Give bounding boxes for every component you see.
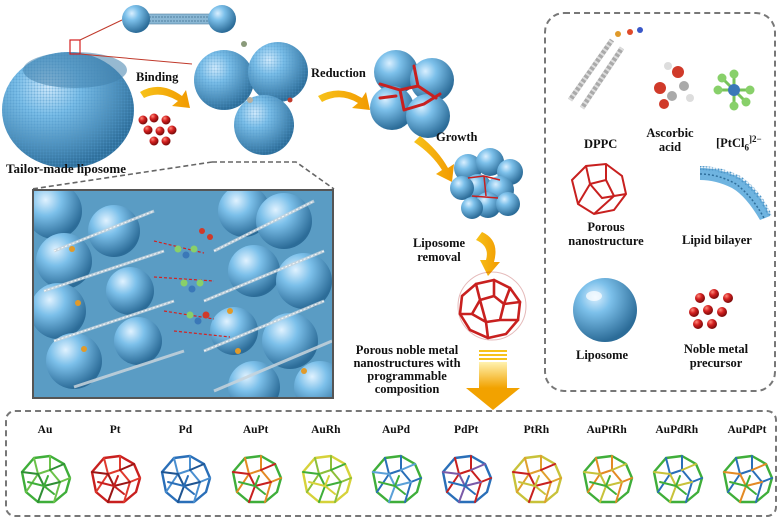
legend-porous-label: Porous nanostructure [556, 220, 656, 248]
nanostructure-strut [371, 454, 423, 504]
legend-precursor-dots-graphic [689, 289, 733, 329]
composition-label-aupd: AuPd [381, 424, 411, 436]
lipid-dumbbell-graphic [122, 5, 236, 33]
nanostructure-strut [722, 454, 774, 504]
nanostructure-aurh [301, 454, 352, 504]
ascorbic-acid-molecule-graphic [654, 62, 694, 109]
reduction-label: Reduction [311, 66, 366, 80]
nanostructure-strut [588, 475, 617, 495]
legend-precursor-label: Noble metal precursor [674, 342, 758, 370]
composition-label-aupdpt: AuPdPt [727, 424, 767, 436]
nanostructure-ptrh [512, 454, 563, 504]
product-label: Porous noble metal nanostructures with p… [340, 344, 474, 396]
product-line-4: composition [374, 382, 440, 396]
porous-line-1: Porous [587, 220, 625, 234]
product-line-2: nanostructures with [353, 356, 461, 370]
nanostructure-au [20, 454, 72, 504]
precursor-dots-graphic [138, 113, 177, 146]
composition-label-aupt: AuPt [242, 424, 269, 436]
nanostructure-pdpt [441, 454, 493, 504]
nanostructure-strut [658, 475, 687, 495]
nanostructure-strut [307, 475, 336, 495]
nanostructure-strut [512, 454, 563, 504]
nanostructure-strut [301, 454, 352, 504]
reduction-arrow [318, 90, 370, 110]
nanostructure-strut [97, 475, 126, 495]
removal-line-1: Liposome [412, 236, 466, 250]
binding-label: Binding [136, 70, 179, 84]
nanostructure-strut [582, 454, 633, 504]
nanostructure-strut [161, 454, 212, 504]
legend-dppc-label: DPPC [584, 137, 618, 151]
legend-panel [544, 12, 776, 392]
nanostructure-pt [90, 454, 142, 504]
tailor-made-liposome-label: Tailor-made liposome [6, 161, 127, 176]
composition-label-aurh: AuRh [311, 424, 341, 436]
product-line-3: programmable [367, 369, 447, 383]
legend-porous-nanostructure-graphic [570, 162, 628, 216]
product-line-1: Porous noble metal [355, 343, 459, 357]
ptcl6-molecule-graphic [713, 69, 755, 111]
nanostructure-strut [27, 475, 55, 495]
composition-label-aupdrh: AuPdRh [655, 424, 699, 436]
nanostructure-strut [729, 475, 757, 495]
liposome-cluster-graphic [194, 41, 308, 155]
nanostructure-strut [441, 454, 493, 504]
tailor-made-liposome-graphic [2, 19, 193, 168]
composition-label-ptrh: PtRh [523, 424, 550, 436]
removal-line-2: removal [417, 250, 461, 264]
legend-ascorbic-label: Ascorbic acid [640, 126, 700, 154]
nanostructure-strut [90, 454, 142, 504]
zoom-connector [212, 161, 335, 190]
composition-arrow [466, 350, 520, 410]
composition-label-pt: Pt [109, 424, 121, 436]
legend-liposome-label: Liposome [576, 348, 629, 362]
composition-panel [5, 410, 777, 517]
nanostructure-strut [448, 475, 477, 495]
nanostructure-strut [167, 475, 196, 495]
nanostructure-aupdpt [722, 454, 774, 504]
nanostructure-auptrh [582, 454, 633, 504]
ptcl6-superscript: ]2− [748, 134, 762, 144]
legend-liposome-graphic [573, 278, 637, 342]
nanostructure-pd [161, 454, 212, 504]
ascorbic-line-1: Ascorbic [646, 126, 694, 140]
nanostructure-aupdrh [652, 454, 703, 504]
legend-lipid-bilayer-graphic [699, 166, 772, 220]
nanostructure-strut [652, 454, 703, 504]
growth-label: Growth [436, 130, 478, 144]
nanostructure-strut [231, 454, 282, 504]
nanostructure-aupt [231, 454, 282, 504]
zoomed-bilayer-view [32, 189, 334, 399]
legend-bilayer-label: Lipid bilayer [682, 233, 752, 247]
composition-label-auptrh: AuPtRh [586, 424, 627, 436]
composition-label-pdpt: PdPt [454, 424, 479, 436]
dppc-molecule-graphic [567, 27, 643, 110]
ascorbic-line-2: acid [658, 140, 682, 154]
legend-ptcl6-label: [PtCl6]2− [716, 132, 762, 155]
growth-arrow [414, 136, 454, 182]
nanostructure-strut [237, 475, 266, 495]
nanostructure-aupd [371, 454, 423, 504]
porous-nanostructure-graphic [457, 271, 527, 341]
ptcl6-subscript: 6 [744, 142, 749, 153]
precursor-line-1: Noble metal [683, 342, 749, 356]
liposome-removal-label: Liposome removal [404, 236, 474, 264]
removal-arrow [476, 232, 500, 276]
porous-line-2: nanostructure [568, 234, 644, 248]
nanostructure-strut [20, 454, 72, 504]
nanostructure-strut [518, 475, 547, 495]
nanostructure-strut [378, 475, 406, 495]
grown-cluster-graphic [450, 148, 523, 219]
binding-arrow [140, 86, 190, 108]
composition-label-pd: Pd [178, 424, 193, 436]
reduced-cluster-graphic [370, 50, 454, 138]
composition-label-au: Au [37, 424, 53, 436]
precursor-line-2: precursor [689, 356, 743, 370]
ptcl6-text: [PtCl [716, 136, 745, 151]
